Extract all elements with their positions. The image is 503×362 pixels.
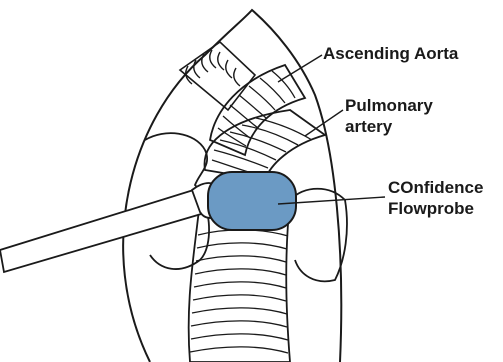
trunk-ribs: [190, 230, 288, 353]
label-ascending-aorta: Ascending Aorta: [323, 43, 458, 64]
label-pulmonary-artery-line2: artery: [345, 116, 433, 137]
label-pulmonary-artery: Pulmonary artery: [345, 95, 433, 137]
label-flowprobe-line1: COnfidence: [388, 177, 483, 198]
atrial-appendage: [180, 42, 255, 110]
label-flowprobe: COnfidence Flowprobe: [388, 177, 483, 219]
leader-pulmonary: [305, 110, 343, 136]
label-pulmonary-artery-line1: Pulmonary: [345, 95, 433, 116]
label-flowprobe-line2: Flowprobe: [388, 198, 483, 219]
leader-aorta: [278, 55, 322, 82]
probe-cable: [0, 188, 208, 272]
flowprobe-body: [208, 172, 296, 230]
label-ascending-aorta-text: Ascending Aorta: [323, 44, 458, 63]
